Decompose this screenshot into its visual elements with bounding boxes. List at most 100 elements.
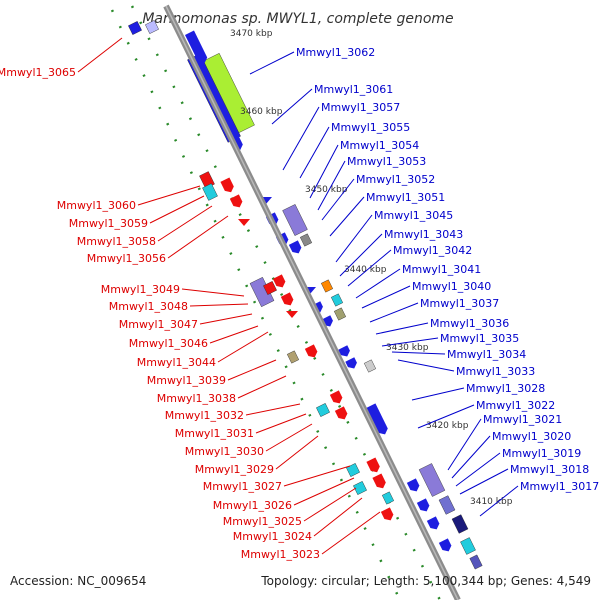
leader-line-plus (282, 106, 320, 171)
gene-feature (438, 495, 456, 515)
gene-feature (320, 279, 334, 293)
gene-label-minus: Mmwyl1_3065 (0, 66, 76, 79)
gene-label-minus: Mmwyl1_3032 (165, 409, 244, 422)
gene-label-plus: Mmwyl1_3055 (331, 121, 410, 134)
leader-line-plus (479, 485, 519, 517)
gene-feature (346, 463, 360, 477)
accession-text: Accession: NC_009654 (10, 574, 147, 588)
tick-label-5: 3420 kbp (426, 421, 469, 431)
leader-line-minus (245, 403, 301, 416)
gene-feature (128, 21, 142, 35)
gene-arrow (280, 292, 294, 306)
leader-line-plus (335, 214, 373, 263)
leader-line-minus (265, 423, 313, 452)
gene-feature (263, 281, 277, 295)
gene-arrow (304, 344, 318, 358)
gene-arrow (329, 390, 343, 404)
gene-label-plus: Mmwyl1_3054 (340, 139, 419, 152)
leader-line-minus (275, 435, 319, 470)
leader-line-plus (271, 88, 313, 125)
leader-line-plus (355, 268, 401, 299)
topology-text: Topology: circular; Length: 5,100,344 bp… (261, 574, 591, 588)
gene-arrow (416, 498, 430, 512)
leader-line-plus (369, 302, 419, 323)
leader-line-minus (313, 497, 363, 537)
gene-label-minus: Mmwyl1_3046 (129, 337, 208, 350)
gene-label-plus: Mmwyl1_3043 (384, 228, 463, 241)
gene-arrow (438, 538, 452, 552)
gene-label-plus: Mmwyl1_3042 (393, 244, 472, 257)
gene-label-plus: Mmwyl1_3040 (412, 280, 491, 293)
gene-label-minus: Mmwyl1_3025 (223, 515, 302, 528)
gene-feature (469, 554, 483, 570)
gene-feature (460, 537, 476, 555)
leader-line-minus (157, 205, 213, 242)
leader-line-plus (417, 404, 475, 429)
leader-line-plus (451, 435, 491, 479)
leader-line-minus (199, 313, 253, 325)
gene-arrow (406, 478, 420, 492)
tick-label-4: 3430 kbp (386, 343, 429, 353)
gene-arrow (220, 177, 234, 193)
gene-feature (381, 491, 395, 505)
gene-label-plus: Mmwyl1_3028 (466, 382, 545, 395)
leader-line-plus (329, 196, 365, 237)
gene-arrow (426, 516, 440, 530)
gene-label-minus: Mmwyl1_3049 (101, 283, 180, 296)
tick-label-6: 3410 kbp (470, 497, 513, 507)
leader-line-plus (455, 452, 501, 487)
gene-label-minus: Mmwyl1_3039 (147, 374, 226, 387)
leader-line-minus (237, 375, 287, 399)
gene-label-minus: Mmwyl1_3044 (137, 356, 216, 369)
gene-features (128, 20, 483, 570)
gene-arrow (372, 473, 386, 489)
gene-arrow (366, 403, 388, 435)
gene-feature (299, 233, 313, 247)
leader-line-plus (361, 285, 411, 309)
gene-arrow (334, 406, 348, 420)
gene-label-plus: Mmwyl1_3051 (366, 191, 445, 204)
leader-line-minus (255, 413, 307, 434)
gene-label-minus: Mmwyl1_3026 (213, 499, 292, 512)
leader-line-minus (321, 511, 381, 555)
leader-line-plus (309, 144, 339, 199)
gene-label-plus: Mmwyl1_3045 (374, 209, 453, 222)
leader-line-minus (227, 359, 277, 381)
strand-guide-lines (110, 5, 442, 600)
gene-arrow (272, 274, 286, 288)
gene-label-plus: Mmwyl1_3033 (456, 365, 535, 378)
gene-feature (202, 183, 218, 201)
leader-line-plus (375, 322, 429, 335)
gene-feature (418, 463, 446, 497)
leader-line-plus (321, 178, 355, 221)
leader-line-minus (149, 195, 205, 224)
gene-arrow (288, 240, 302, 254)
gene-label-minus: Mmwyl1_3023 (241, 548, 320, 561)
gene-feature (451, 514, 469, 534)
leader-line-minus (77, 37, 123, 73)
gene-label-plus: Mmwyl1_3034 (447, 348, 526, 361)
map-title: Marinomonas sp. MWYL1, complete genome (142, 11, 453, 27)
leader-line-minus (189, 303, 249, 307)
gene-label-plus: Mmwyl1_3041 (402, 263, 481, 276)
gene-arrow (380, 507, 394, 521)
gene-feature (282, 204, 308, 236)
gene-label-plus: Mmwyl1_3053 (347, 155, 426, 168)
tick-label-3: 3440 kbp (344, 265, 387, 275)
leader-line-plus (339, 233, 383, 277)
leader-line-plus (397, 359, 455, 372)
gene-label-minus: Mmwyl1_3024 (233, 530, 312, 543)
leader-line-minus (209, 325, 259, 344)
gene-label-plus: Mmwyl1_3037 (420, 297, 499, 310)
gene-feature (333, 307, 347, 321)
gene-feature (145, 20, 159, 34)
gene-label-plus: Mmwyl1_3062 (296, 46, 375, 59)
gene-arrow (238, 219, 250, 226)
gene-feature (286, 350, 300, 364)
gene-label-minus: Mmwyl1_3059 (69, 217, 148, 230)
gene-label-plus: Mmwyl1_3035 (440, 332, 519, 345)
gene-label-minus: Mmwyl1_3047 (119, 318, 198, 331)
gene-feature (353, 481, 367, 495)
leader-line-plus (299, 126, 330, 179)
